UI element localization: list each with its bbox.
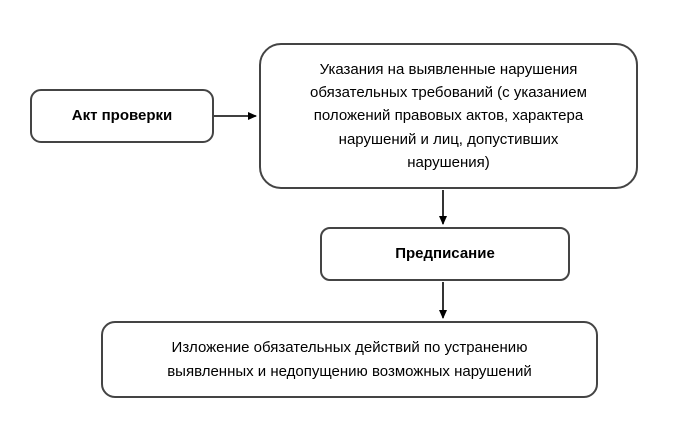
- node-akt-proverki-label: Акт проверки: [71, 107, 173, 125]
- node-predpisanie-label: Предписание: [395, 245, 495, 263]
- node-ukazaniya-na-narusheniya: Указания на выявленные нарушения обязате…: [259, 43, 638, 189]
- node-izlozhenie-label: Изложение обязательных действий по устра…: [167, 339, 532, 380]
- node-akt-proverki: Акт проверки: [30, 89, 214, 143]
- node-izlozhenie-deystviy: Изложение обязательных действий по устра…: [101, 321, 598, 398]
- node-predpisanie: Предписание: [320, 227, 570, 281]
- node-ukazaniya-label: Указания на выявленные нарушения обязате…: [310, 60, 587, 171]
